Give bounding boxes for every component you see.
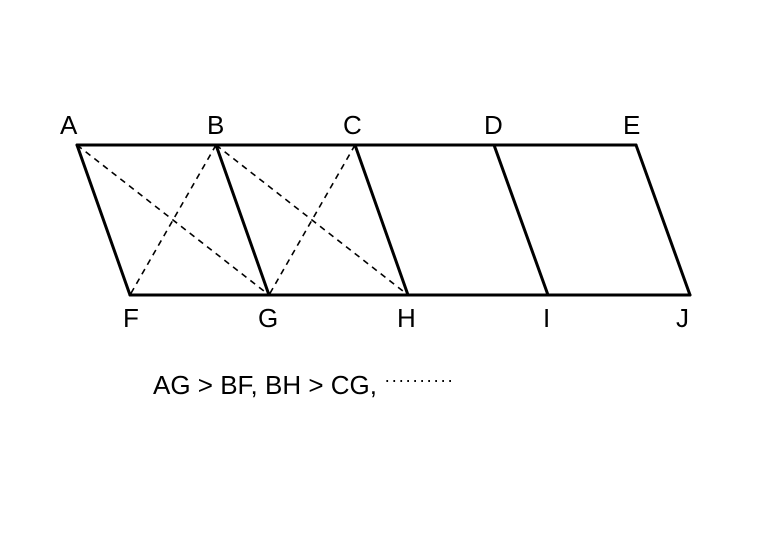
label-J: J xyxy=(676,303,689,333)
label-D: D xyxy=(484,110,503,140)
diagonal-BF xyxy=(129,144,217,296)
label-B: B xyxy=(207,110,224,140)
label-I: I xyxy=(543,303,550,333)
diagonal-AG xyxy=(76,144,270,296)
label-F: F xyxy=(123,303,139,333)
segment-DI xyxy=(492,143,550,297)
label-G: G xyxy=(258,303,278,333)
inequality-caption: AG > BF, BH > CG, ·········· xyxy=(153,362,454,403)
caption-text: AG > BF, BH > CG, xyxy=(153,370,377,400)
segment-CH xyxy=(353,143,410,297)
diagonal-BH xyxy=(215,144,409,296)
segment-EJ xyxy=(634,143,692,297)
label-A: A xyxy=(60,110,78,140)
segment-AF xyxy=(75,143,132,297)
diagonal-CG xyxy=(268,144,356,296)
label-C: C xyxy=(343,110,362,140)
label-H: H xyxy=(397,303,416,333)
caption-ellipsis: ·········· xyxy=(384,370,455,390)
segment-BG xyxy=(214,143,271,297)
label-E: E xyxy=(623,110,640,140)
